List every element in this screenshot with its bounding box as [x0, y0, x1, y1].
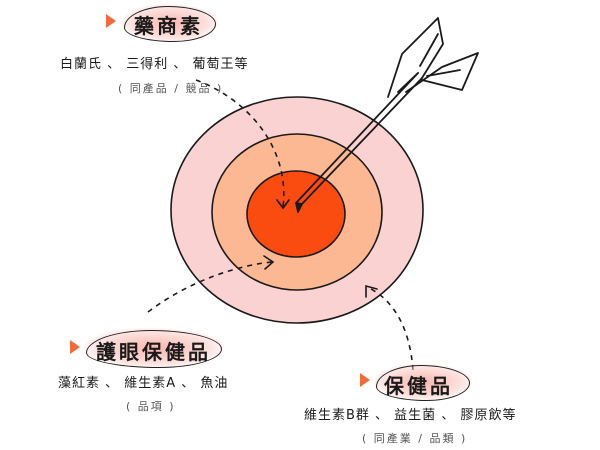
right-label-note: ( 同產業 / 品類 )	[362, 432, 468, 445]
left-label-items: 藻紅素 、 維生素A 、 魚油	[58, 376, 229, 391]
left-label-note: ( 品項 )	[126, 400, 176, 413]
right-label-items: 維生素B群 、 益生菌 、 膠原飲等	[304, 408, 517, 423]
bullet-right-icon	[360, 373, 370, 387]
pointer-arrowheads	[263, 199, 378, 298]
label-outline	[124, 6, 216, 42]
top-label-note: ( 同產品 / 競品 )	[118, 82, 224, 95]
bullet-left-icon	[70, 340, 80, 354]
top-label-items: 白蘭氏 、 三得利 、 葡萄王等	[60, 57, 249, 72]
pointer-top	[195, 79, 285, 208]
bullet-top-icon	[106, 14, 116, 28]
pointer-right	[366, 286, 414, 371]
label-outline	[86, 330, 222, 368]
left-label-title: 護眼保健品	[96, 340, 211, 364]
dart-arrow-icon	[295, 17, 479, 213]
pointer-left	[147, 261, 273, 313]
right-label-title: 保健品	[384, 374, 453, 398]
top-label-title: 藥商素	[134, 14, 203, 38]
bullseye	[246, 170, 346, 258]
label-outline	[376, 365, 470, 401]
pointer-arrows	[147, 79, 414, 371]
